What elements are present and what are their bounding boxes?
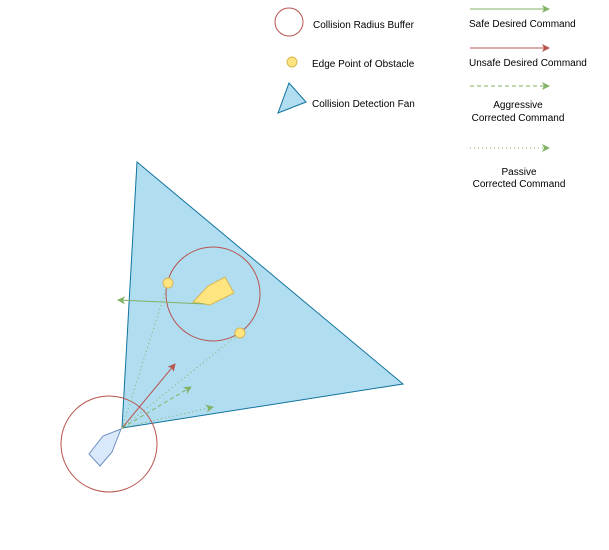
collision-detection-fan — [121, 160, 405, 429]
legend-aggressive-command-label-line1: Aggressive — [493, 100, 543, 111]
edge-point-lower — [234, 327, 246, 339]
unsafe-command-arrow — [121, 363, 176, 429]
legend-unsafe-command-label: Unsafe Desired Command — [469, 58, 587, 69]
legend-fan-icon — [277, 82, 307, 114]
legend-buffer-label: Collision Radius Buffer — [313, 20, 415, 31]
aggressive-command-arrow — [121, 386, 192, 429]
edge-point-ray-upper — [121, 282, 169, 429]
legend-passive-command-label-line1: Passive — [501, 167, 536, 178]
legend-passive-command-label-line2: Corrected Command — [473, 179, 566, 190]
scene — [60, 160, 405, 493]
robot-shape — [88, 428, 122, 467]
legend: Collision Radius Buffer Edge Point of Ob… — [274, 5, 587, 190]
legend-aggressive-command-label-line2: Corrected Command — [472, 113, 565, 124]
obstacle-shape — [192, 276, 235, 306]
legend-edge-point-label: Edge Point of Obstacle — [312, 59, 415, 70]
robot-buffer-circle — [60, 395, 158, 493]
legend-edge-point-icon — [286, 56, 298, 68]
legend-fan-label: Collision Detection Fan — [312, 99, 415, 110]
legend-safe-command-label: Safe Desired Command — [469, 19, 576, 30]
legend-buffer-circle-icon — [274, 7, 304, 37]
edge-point-upper — [162, 277, 174, 289]
obstacle-buffer-circle — [165, 246, 261, 342]
